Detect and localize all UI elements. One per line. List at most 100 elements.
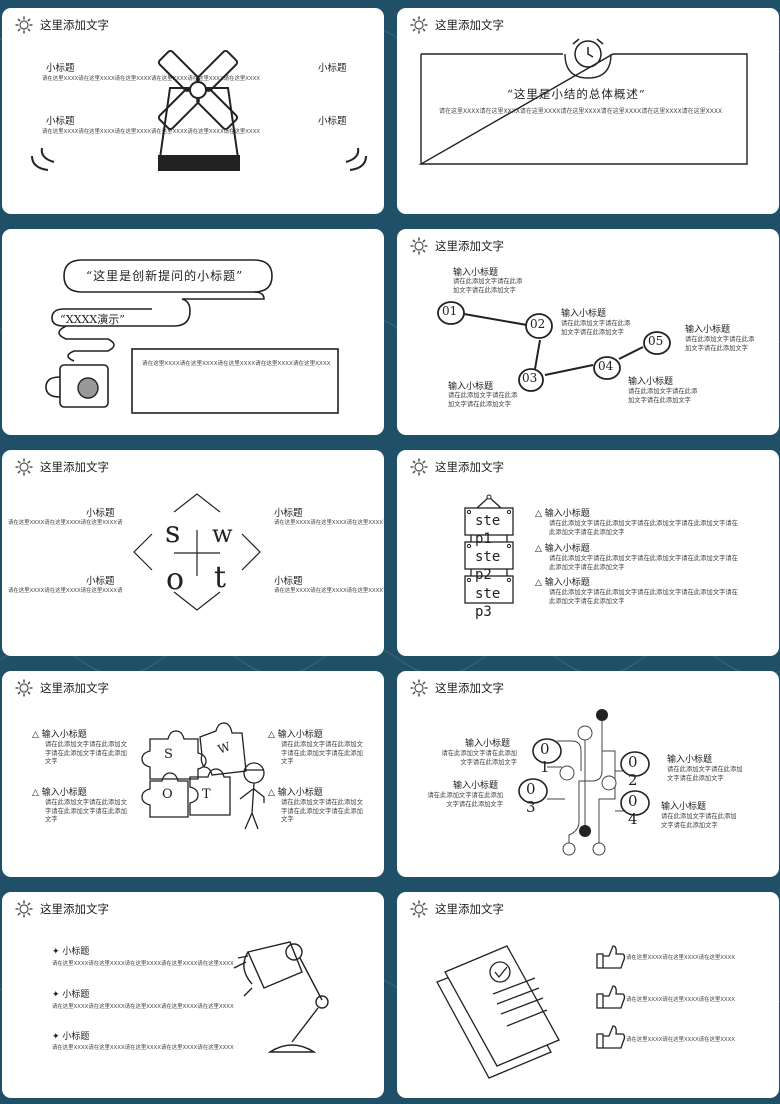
summary-body: 请在这里XXXX请在这里XXXX请在这里XXXX请在这里XXXX请在这里XXXX… [439,108,723,115]
body-t: 请在这里XXXX请在这里XXXX请在这里XXXX请 [274,588,384,594]
slide-swot[interactable]: 这里添加文字 s w o t 小标题 请在这里XXXX请在这里XXXX请在这里X… [2,450,384,656]
body-02: 请在此添加文字请在此添加文字请在此添加文字 [561,320,631,336]
tl-title-text: 输入小标题 [41,730,87,740]
thumb-2-body: 请在这里XXXX请在这里XXXX请在这里XXXX [626,997,736,1003]
step-3-body: 请在此添加文字请在此添加文字请在此添加文字请在此添加文字请在此添加文字请在此添加… [549,589,738,605]
body-04: 请在此添加文字请在此添加文字请在此添加文字 [628,388,698,404]
puzzle-t: T [202,787,211,802]
question-doodle [45,259,339,414]
slide-header: 这里添加文字 [14,457,109,477]
desk-lamp-illustration [233,941,329,1053]
puzzle-s: S [164,747,173,762]
timeline-graph [437,301,671,392]
subtitle-bottom-left: 小标题 [46,116,75,127]
label-05: 输入小标题 [685,325,731,335]
tl-title: △ 输入小标题 [32,730,87,740]
step-1-title-text: 输入小标题 [544,509,590,519]
node-02: 02 [530,317,546,331]
tl-body: 请在此添加文字请在此添加文字请在此添加文字请在此添加文字 [45,741,127,765]
label-02: 输入小标题 [561,309,607,319]
circuit-diagram [518,709,650,856]
body-05: 请在此添加文字请在此添加文字请在此添加文字 [685,336,755,352]
header-title: 这里添加文字 [40,460,109,474]
body-top-left: 请在这里XXXX请在这里XXXX请在这里XXXX请在这里XXXX请在这里XXXX… [42,76,261,82]
label-04: 输入小标题 [661,802,707,812]
body-s: 请在这里XXXX请在这里XXXX请在这里XXXX请 [8,520,123,526]
label-01: 输入小标题 [453,268,499,278]
tr-title-text: 输入小标题 [277,730,323,740]
slide-header: 这里添加文字 [14,678,109,698]
slide-steps[interactable]: 这里添加文字 ste p1 ste p2 ste p3 △ 输入小标题 请在此添… [397,450,779,656]
body-01: 请在此添加文字请在此添加文字请在此添加文字 [441,750,517,766]
slide-header: 这里添加文字 [409,15,504,35]
slide-timeline[interactable]: 这里添加文字 01 02 03 04 05 输入小标题 请在此添加文字请在此添加… [397,229,779,435]
item-1-title-text: 小标题 [62,947,90,957]
body-04: 请在此添加文字请在此添加文字请在此添加文字 [661,813,737,829]
puzzle-o: O [162,787,173,802]
body-01: 请在此添加文字请在此添加文字请在此添加文字 [453,278,523,294]
header-title: 这里添加文字 [435,18,504,32]
item-3-title: ✦ 小标题 [52,1032,90,1042]
step-3-title-text: 输入小标题 [544,578,590,588]
slide-summary[interactable]: 这里添加文字 “这里是小结的总体概述” 请在这里XXXX请在这里XXXX请在这里… [397,8,779,214]
slide-header: 这里添加文字 [409,236,504,256]
body-o: 请在这里XXXX请在这里XXXX请在这里XXXX请 [8,588,123,594]
subtitle-s: 小标题 [86,508,115,519]
slide-header: 这里添加文字 [14,15,109,35]
item-1-title: ✦ 小标题 [52,947,90,957]
slide-documents[interactable]: 这里添加文字 请在这里XXXX请在这里XXXX请在这里XXXX 请在这里XXXX… [397,892,779,1098]
slide-circuit[interactable]: 这里添加文字 01 03 02 04 输入小 [397,671,779,877]
br-title-text: 输入小标题 [277,788,323,798]
br-body: 请在此添加文字请在此添加文字请在此添加文字请在此添加文字 [281,799,363,823]
node-02: 02 [628,753,638,789]
item-2-title-text: 小标题 [62,990,90,1000]
item-3-title-text: 小标题 [62,1032,90,1042]
gear-icon [410,16,428,34]
slide-header: 这里添加文字 [14,899,109,919]
label-01: 输入小标题 [465,739,511,749]
header-title: 这里添加文字 [435,681,504,695]
thumb-1-body: 请在这里XXXX请在这里XXXX请在这里XXXX [626,955,736,961]
node-03: 03 [526,780,536,816]
gear-icon [410,900,428,918]
step-3-label: ste p3 [475,586,501,620]
thumbs-up-icon [596,945,626,1049]
slide-puzzle[interactable]: 这里添加文字 S W O T △ 输入小标题 请在此添加文字请在此添加文字请在此… [2,671,384,877]
node-04: 04 [598,359,614,373]
item-3-body: 请在这里XXXX请在这里XXXX请在这里XXXX请在这里XXXX请在这里XXXX [52,1045,234,1051]
gear-icon [410,458,428,476]
label-03: 输入小标题 [453,781,499,791]
swot-w: w [212,520,233,548]
bl-title-text: 输入小标题 [41,788,87,798]
bl-body: 请在此添加文字请在此添加文字请在此添加文字请在此添加文字 [45,799,127,823]
item-1-body: 请在这里XXXX请在这里XXXX请在这里XXXX请在这里XXXX请在这里XXXX [52,961,234,967]
slide-windmill[interactable]: 这里添加文字 小标题 请在这里XXXX请在这里XXXX请在这里XXXX请在这里X… [2,8,384,214]
bl-title: △ 输入小标题 [32,788,87,798]
subtitle-top-right: 小标题 [318,63,347,74]
label-03: 输入小标题 [448,382,494,392]
gear-icon [410,237,428,255]
slide-lamp[interactable]: 这里添加文字 ✦ 小标题 请在这里XXXX请在这里XXXX请在这里XXXX请在这… [2,892,384,1098]
step-1-label: ste p1 [475,513,501,547]
item-2-title: ✦ 小标题 [52,990,90,1000]
body-03: 请在此添加文字请在此添加文字请在此添加文字 [427,792,503,808]
slide-header: 这里添加文字 [409,899,504,919]
step-2-body: 请在此添加文字请在此添加文字请在此添加文字请在此添加文字请在此添加文字请在此添加… [549,555,738,571]
demo-title: “XXXX演示” [60,313,125,326]
header-title: 这里添加文字 [435,460,504,474]
windmill-illustration [31,49,367,171]
node-05: 05 [648,334,664,348]
slide-question[interactable]: “这里是创新提问的小标题” “XXXX演示” 请在这里XXXX请在这里XXXX请… [2,229,384,435]
body-02: 请在此添加文字请在此添加文字请在此添加文字 [667,766,743,782]
body-w: 请在这里XXXX请在这里XXXX请在这里XXXX请 [274,520,384,526]
tr-title: △ 输入小标题 [268,730,323,740]
body-bottom-left: 请在这里XXXX请在这里XXXX请在这里XXXX请在这里XXXX请在这里XXXX… [42,129,261,135]
coffee-cup-icon [77,377,99,399]
step-1-body: 请在此添加文字请在此添加文字请在此添加文字请在此添加文字请在此添加文字请在此添加… [549,520,738,536]
header-title: 这里添加文字 [40,681,109,695]
node-04: 04 [628,792,638,828]
gear-icon [15,16,33,34]
step-2-title: △ 输入小标题 [535,544,590,554]
hanging-signs [464,494,514,604]
label-04: 输入小标题 [628,377,674,387]
